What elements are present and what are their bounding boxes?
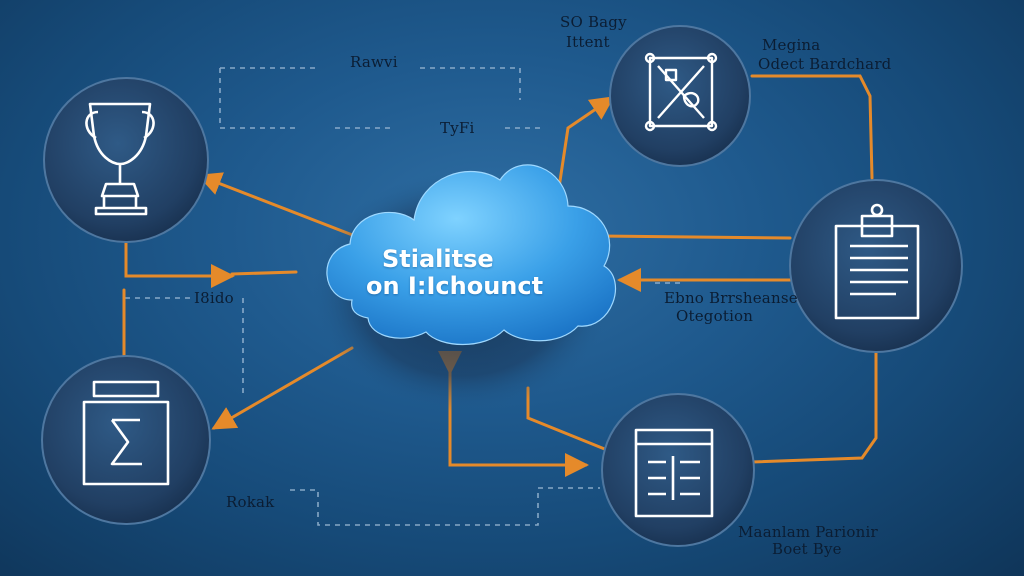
dashed-guide-top-upper-right: [420, 67, 521, 100]
dashed-guides: [125, 67, 680, 526]
clipboard-icon: [834, 203, 920, 320]
cloud-title: Stialitse on I:Ichounct: [354, 246, 594, 300]
label-top-right-a-line2: Ittent: [566, 33, 610, 51]
label-right-middle-line2: Otegotion: [676, 307, 754, 325]
arrow-cloud-to-bottom-right-upper: [526, 386, 614, 454]
arrow-cloud-to-bottom-left: [211, 346, 354, 430]
node-trophy[interactable]: [43, 77, 209, 243]
label-left-middle: I8ido: [194, 289, 234, 307]
node-document-list[interactable]: [601, 393, 755, 547]
node-clipboard[interactable]: [789, 179, 963, 353]
label-bottom-right-line2: Boet Bye: [772, 540, 842, 558]
label-top-right-b-line2: Odect Bardchard: [758, 55, 892, 73]
label-top-middle-upper: Rawvi: [350, 53, 398, 71]
label-right-middle-line1: Ebno Brrsheanse: [664, 289, 798, 307]
label-bottom-right-line1: Maanlam Parionir: [738, 523, 878, 541]
label-top-right-b-line1: Megina: [762, 36, 821, 54]
cloud-shape: [326, 164, 616, 346]
label-top-middle-lower: TyFi: [440, 119, 475, 137]
arrow-top-left-to-cloud: [197, 172, 379, 255]
arrow-cloud-to-clipboard: [596, 234, 792, 240]
tools-frame-icon: [644, 52, 718, 132]
arrow-top-right-to-clipboard: [750, 74, 874, 180]
document-list-icon: [634, 428, 714, 518]
dashed-guide-bottom-left: [290, 487, 600, 526]
box-sigma-icon: [82, 380, 170, 486]
dashed-guide-top-left-drop: [219, 68, 300, 129]
node-tools-frame-circle: [609, 25, 751, 167]
node-box-sigma[interactable]: [41, 355, 211, 525]
node-tools-frame[interactable]: [609, 25, 751, 167]
label-bottom-left: Rokak: [226, 493, 275, 511]
arrow-clipboard-to-bottom-right: [750, 350, 878, 464]
node-trophy-circle: [43, 77, 209, 243]
label-top-right-a-line1: SO Bagy: [560, 13, 627, 31]
cloud-title-line1: Stialitse: [382, 245, 494, 273]
trophy-icon: [85, 102, 155, 216]
cloud-node: [312, 164, 616, 412]
cloud-title-line2: on I:Ichounct: [366, 272, 544, 300]
arrow-left-mid-loop: [124, 236, 235, 288]
arrow-cloud-to-left-mid: [230, 270, 298, 276]
node-document-list-circle: [601, 393, 755, 547]
